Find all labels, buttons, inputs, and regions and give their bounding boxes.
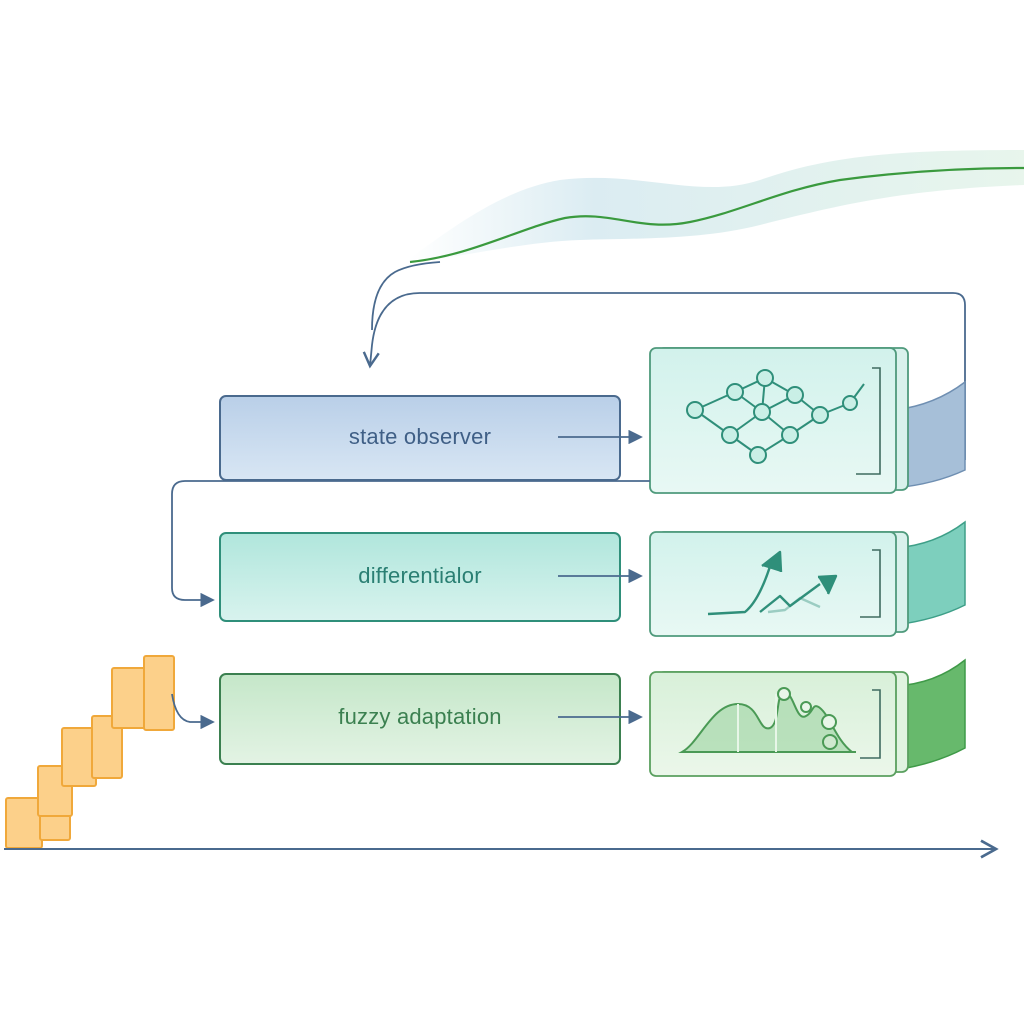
trajectory-line (409, 166, 1024, 264)
state-observer-box (219, 395, 621, 481)
panel-bracket (856, 367, 881, 475)
feedback-arrow-tail (371, 261, 441, 331)
differentiator-ribbon (894, 520, 966, 626)
staircase-to-fuzzy-arrow (171, 693, 215, 730)
stage-differentiator (219, 520, 966, 637)
network-graph-icon (686, 369, 865, 464)
feedback-arrow (362, 292, 966, 460)
fuzzy-ribbon (894, 658, 966, 771)
differentiator-box (219, 532, 621, 622)
observer-to-differentiator-arrow (171, 480, 650, 608)
stage-fuzzy-adaptation (219, 658, 966, 777)
fuzzy-adaptation-box (219, 673, 621, 765)
trajectory-haze (410, 150, 1024, 262)
staircase-signal (5, 655, 175, 849)
differentiator-panel (649, 531, 897, 637)
panel-bracket (860, 549, 881, 618)
stage-state-observer (219, 347, 966, 494)
membership-curves-icon (678, 687, 856, 753)
trajectory (409, 150, 1024, 264)
rising-arrows-icon (707, 550, 838, 616)
state-observer-ribbon (894, 380, 966, 489)
panel-bracket (860, 689, 881, 759)
